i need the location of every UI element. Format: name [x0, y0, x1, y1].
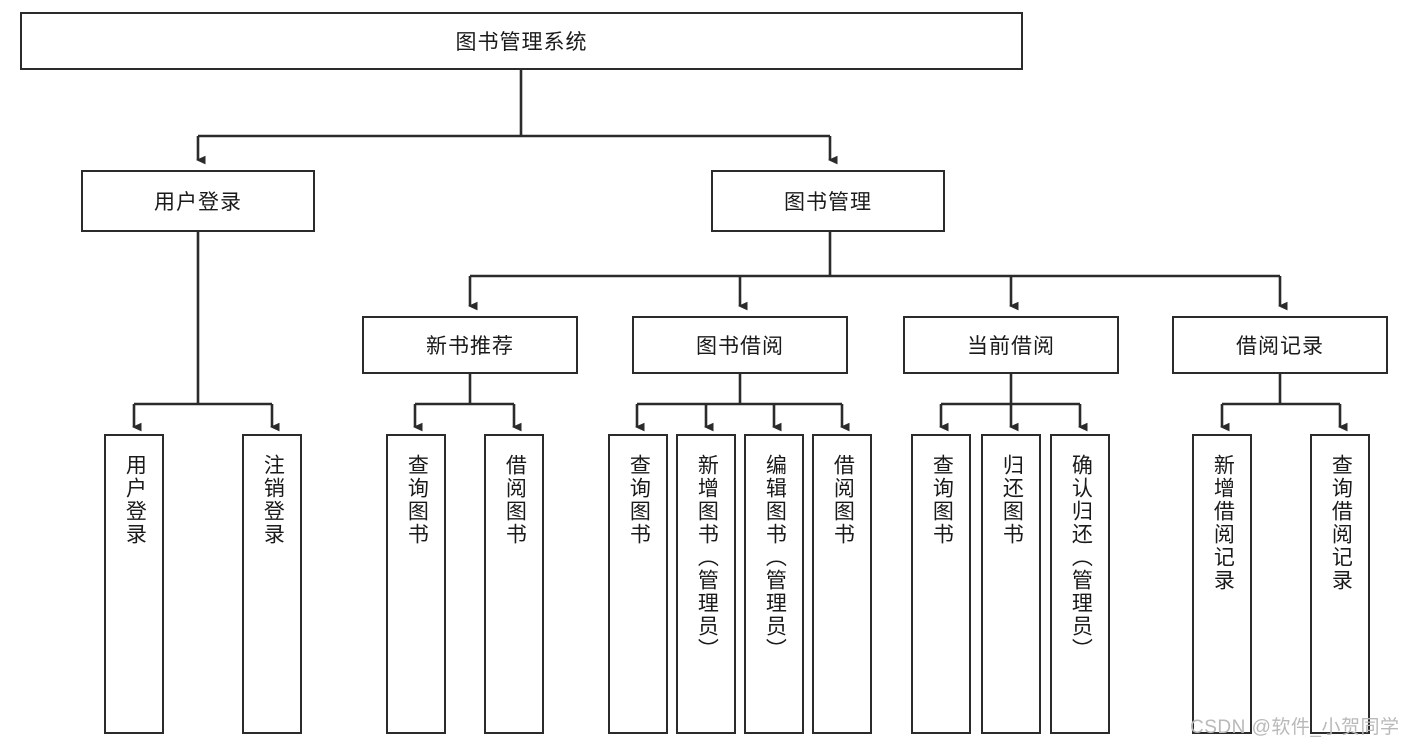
- node-book-management-label: 图书管理: [784, 191, 872, 214]
- node-book-management[interactable]: 图书管理: [711, 170, 945, 232]
- node-user-login[interactable]: 用户登录: [81, 170, 315, 232]
- node-root-label: 图书管理系统: [455, 31, 588, 54]
- node-leaf-edit-book-admin-label: 编辑图书（管理员）: [763, 454, 787, 661]
- node-leaf-confirm-return-admin-label: 确认归还（管理员）: [1069, 454, 1093, 661]
- node-leaf-user-login-label: 用户登录: [123, 454, 147, 546]
- node-leaf-query-book-recommend-label: 查询图书: [405, 454, 429, 546]
- node-leaf-add-borrow-record[interactable]: 新增借阅记录: [1192, 434, 1252, 734]
- node-leaf-query-book-borrow-label: 查询图书: [627, 454, 651, 546]
- node-leaf-query-book-current-label: 查询图书: [930, 454, 954, 546]
- node-leaf-add-book-admin[interactable]: 新增图书（管理员）: [676, 434, 736, 734]
- node-leaf-query-book-borrow[interactable]: 查询图书: [608, 434, 668, 734]
- node-leaf-add-borrow-record-label: 新增借阅记录: [1211, 454, 1235, 592]
- node-user-login-label: 用户登录: [154, 191, 242, 214]
- node-leaf-borrow-book[interactable]: 借阅图书: [812, 434, 872, 734]
- node-leaf-borrow-book-recommend-label: 借阅图书: [503, 454, 527, 546]
- node-leaf-query-borrow-record-label: 查询借阅记录: [1329, 454, 1353, 592]
- node-leaf-query-borrow-record[interactable]: 查询借阅记录: [1310, 434, 1370, 734]
- node-new-book-recommend[interactable]: 新书推荐: [362, 316, 578, 374]
- node-borrow-record[interactable]: 借阅记录: [1172, 316, 1388, 374]
- node-current-borrow[interactable]: 当前借阅: [903, 316, 1119, 374]
- node-leaf-return-book-label: 归还图书: [1000, 454, 1024, 546]
- node-leaf-edit-book-admin[interactable]: 编辑图书（管理员）: [744, 434, 804, 734]
- node-book-borrow-label: 图书借阅: [696, 335, 784, 358]
- node-current-borrow-label: 当前借阅: [967, 335, 1055, 358]
- node-leaf-logout[interactable]: 注销登录: [242, 434, 302, 734]
- node-leaf-confirm-return-admin[interactable]: 确认归还（管理员）: [1050, 434, 1110, 734]
- node-leaf-query-book-recommend[interactable]: 查询图书: [386, 434, 446, 734]
- node-leaf-query-book-current[interactable]: 查询图书: [911, 434, 971, 734]
- node-leaf-logout-label: 注销登录: [261, 454, 285, 546]
- node-leaf-return-book[interactable]: 归还图书: [981, 434, 1041, 734]
- node-root[interactable]: 图书管理系统: [20, 12, 1023, 70]
- node-borrow-record-label: 借阅记录: [1236, 335, 1324, 358]
- node-leaf-user-login[interactable]: 用户登录: [104, 434, 164, 734]
- node-leaf-add-book-admin-label: 新增图书（管理员）: [695, 454, 719, 661]
- node-leaf-borrow-book-label: 借阅图书: [831, 454, 855, 546]
- node-book-borrow[interactable]: 图书借阅: [632, 316, 848, 374]
- node-new-book-recommend-label: 新书推荐: [426, 335, 514, 358]
- node-leaf-borrow-book-recommend[interactable]: 借阅图书: [484, 434, 544, 734]
